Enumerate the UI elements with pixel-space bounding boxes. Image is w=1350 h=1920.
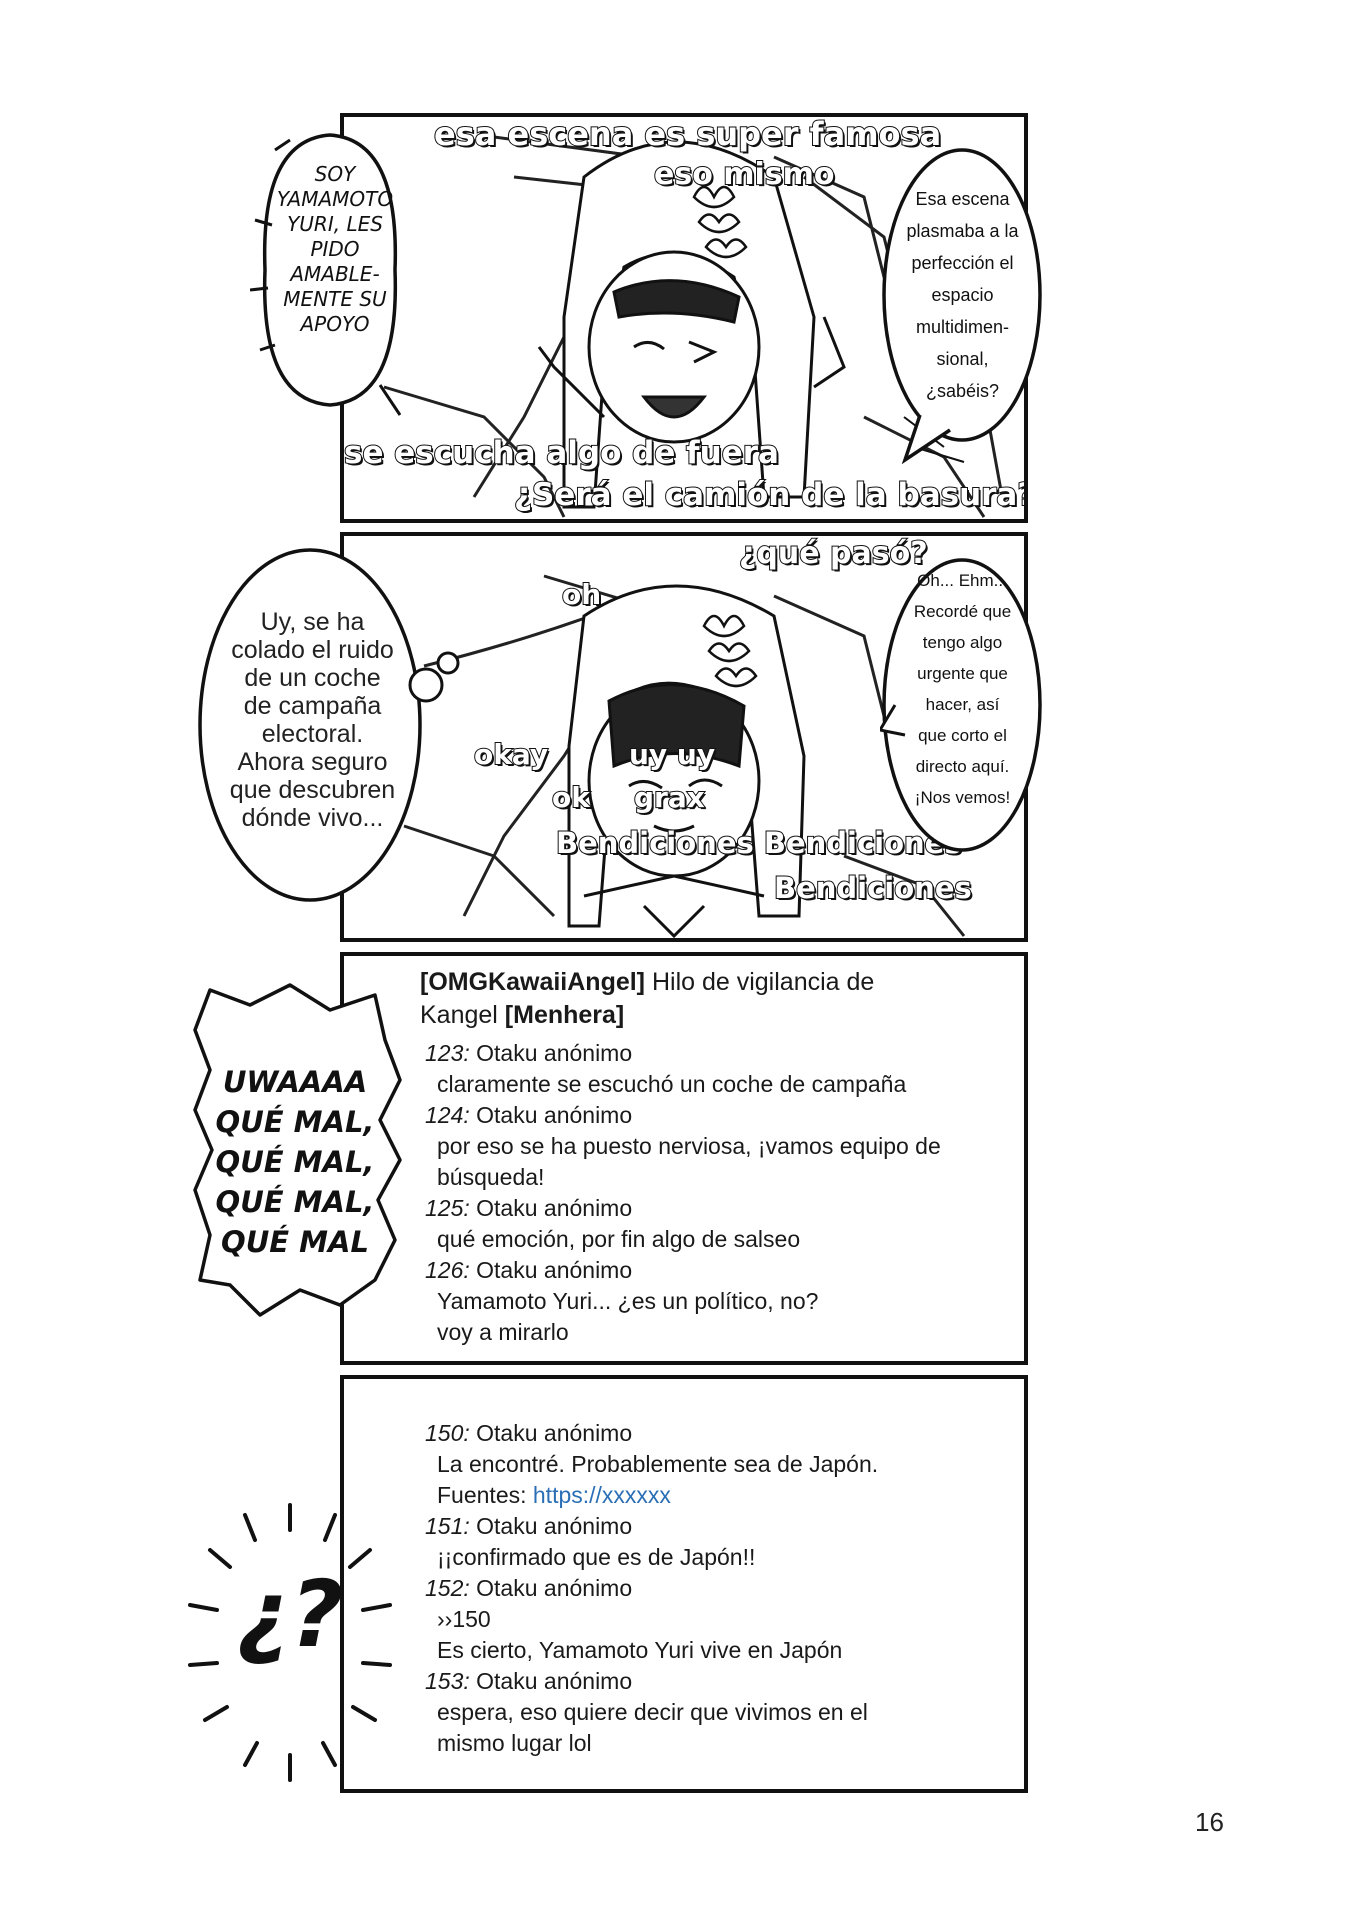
post-body: voy a mirarlo <box>437 1319 569 1345</box>
post-user: Otaku anónimo <box>469 1195 633 1221</box>
sfx-text: UWAAAA QUÉ MAL, QUÉ MAL, QUÉ MAL, QUÉ MA… <box>215 1065 375 1259</box>
thought-bubble-text: Uy, se ha colado el ruido de un coche de… <box>229 608 396 832</box>
speech-bubble-left <box>250 133 402 416</box>
speech-bubble-right-text: Oh... Ehm... Recordé que tengo algo urge… <box>913 571 1012 807</box>
speech-bubble-right-text: Esa escena plasmaba a la perfección el e… <box>906 189 1019 401</box>
post: 124: Otaku anónimo por eso se ha puesto … <box>425 1100 1015 1193</box>
source-label: Fuentes: <box>437 1482 533 1508</box>
speech-bubble-right <box>880 558 1042 852</box>
post-body: La encontré. Probablemente sea de Japón. <box>437 1451 879 1477</box>
post-body: por eso se ha puesto nerviosa, ¡vamos eq… <box>437 1133 941 1159</box>
overlay-comment: ¿qué pasó? <box>738 536 929 572</box>
thread-title-board: [OMGKawaiiAngel] <box>420 968 646 996</box>
post-body: mismo lugar lol <box>437 1730 592 1756</box>
post-number: 152: <box>425 1575 470 1601</box>
thread-title-tag: [Menhera] <box>504 1001 625 1029</box>
post-body: búsqueda! <box>437 1164 545 1190</box>
post-number: 153: <box>425 1668 470 1694</box>
post-user: Otaku anónimo <box>469 1575 633 1601</box>
post-number: 151: <box>425 1513 470 1539</box>
overlay-comment: se escucha algo de fuera <box>344 434 780 472</box>
post-user: Otaku anónimo <box>469 1257 633 1283</box>
post: 123: Otaku anónimo claramente se escuchó… <box>425 1038 1015 1100</box>
post-number: 124: <box>425 1102 470 1128</box>
panel-1-art <box>383 135 1006 518</box>
thread-posts: 123: Otaku anónimo claramente se escuchó… <box>425 1038 1015 1348</box>
post-body: Yamamoto Yuri... ¿es un político, no? <box>437 1288 819 1314</box>
panel-3 <box>340 952 1028 1365</box>
thought-bubble <box>198 548 460 902</box>
post-number: 150: <box>425 1420 470 1446</box>
sfx-burst <box>193 983 402 1317</box>
thread-title: [OMGKawaiiAngel] Hilo de vigilancia de K… <box>420 966 1010 1032</box>
post: 152: Otaku anónimo ››150 Es cierto, Yama… <box>425 1573 1015 1666</box>
post: 126: Otaku anónimo Yamamoto Yuri... ¿es … <box>425 1255 1015 1348</box>
post-body-source: Fuentes: https://xxxxxx <box>425 1480 1015 1511</box>
panel-4 <box>340 1375 1028 1793</box>
post-body: qué emoción, por fin algo de salseo <box>437 1226 801 1252</box>
post-user: Otaku anónimo <box>469 1102 633 1128</box>
post-body: espera, eso quiere decir que vivimos en … <box>437 1699 868 1725</box>
overlay-comment: esa escena es super famosa <box>433 115 942 154</box>
thread-title-text-2: Kangel <box>420 1001 505 1029</box>
post: 153: Otaku anónimo espera, eso quiere de… <box>425 1666 1015 1759</box>
overlay-comment: Bendiciones Bendiciones <box>555 825 963 861</box>
overlay-comment: grax <box>633 780 706 815</box>
question-sfx: ¿? <box>236 1561 344 1668</box>
question-burst-lines <box>188 1503 392 1782</box>
post-user: Otaku anónimo <box>469 1040 633 1066</box>
overlay-comment: okay <box>473 737 549 772</box>
thread-title-text: Hilo de vigilancia de <box>645 968 875 996</box>
overlay-comment: oh <box>561 577 602 612</box>
overlay-comment: uy uy <box>628 737 716 772</box>
page-number: 16 <box>1195 1807 1224 1837</box>
post: 150: Otaku anónimo La encontré. Probable… <box>425 1418 1015 1511</box>
overlay-comment: eso mismo <box>653 156 836 193</box>
post-user: Otaku anónimo <box>469 1513 633 1539</box>
speech-bubble-right <box>882 148 1042 465</box>
post: 151: Otaku anónimo ¡¡confirmado que es d… <box>425 1511 1015 1573</box>
overlay-comment: ¿Será el camión de la basura? <box>513 476 1028 514</box>
post: 125: Otaku anónimo qué emoción, por fin … <box>425 1193 1015 1255</box>
post-user: Otaku anónimo <box>469 1668 633 1694</box>
overlay-comment: Bendiciones <box>773 870 973 906</box>
post-body: ¡¡confirmado que es de Japón!! <box>437 1544 756 1570</box>
post-number: 125: <box>425 1195 470 1221</box>
post-body: Es cierto, Yamamoto Yuri vive en Japón <box>437 1637 843 1663</box>
post-number: 126: <box>425 1257 470 1283</box>
thread-posts: 150: Otaku anónimo La encontré. Probable… <box>425 1418 1015 1759</box>
overlay-comment: ok <box>551 780 591 815</box>
panel-2-art <box>403 574 986 938</box>
post-user: Otaku anónimo <box>469 1420 633 1446</box>
post-number: 123: <box>425 1040 470 1066</box>
post-reply-ref: ››150 <box>437 1606 491 1632</box>
post-body: claramente se escuchó un coche de campañ… <box>437 1071 907 1097</box>
source-link[interactable]: https://xxxxxx <box>532 1482 671 1508</box>
speech-bubble-left-text: SOY YAMAMOTO YURI, LES PIDO AMABLE- MENT… <box>276 162 394 336</box>
